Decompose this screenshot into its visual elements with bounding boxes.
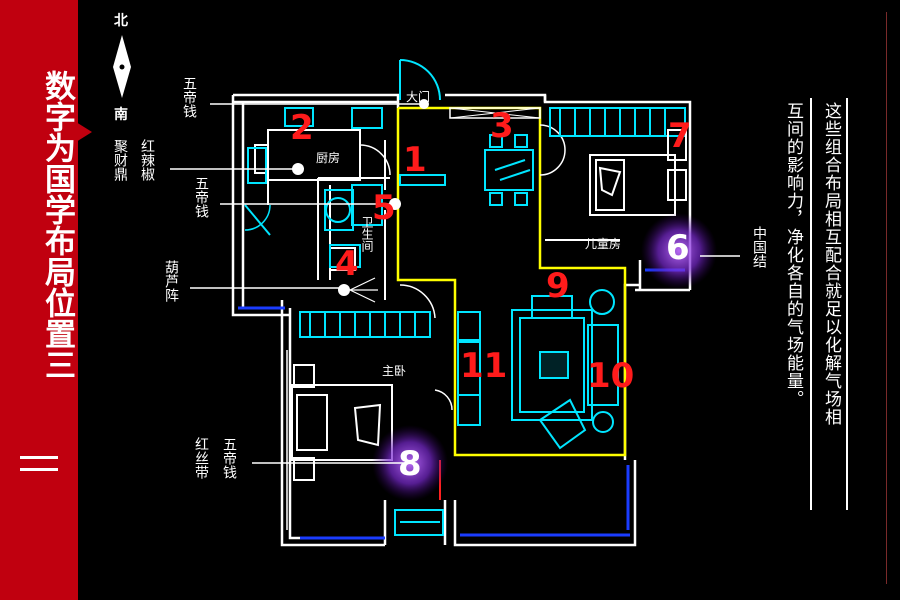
sidebar-bar	[20, 456, 58, 459]
label-juchai: 聚财鼎	[112, 139, 128, 181]
south-label: 南	[114, 107, 128, 123]
room-chufang: 厨房	[316, 151, 341, 165]
marker-6: 6	[666, 228, 690, 268]
marker-9: 9	[546, 266, 570, 306]
marker-5: 5	[372, 188, 396, 228]
glow-marker-8	[372, 425, 448, 501]
sidebar-pointer	[76, 122, 92, 142]
room-damen: 大门	[406, 90, 431, 104]
room-zhuwo: 主卧	[382, 364, 407, 378]
text-rule-left	[810, 98, 812, 510]
label-wudi-mid: 五帝钱	[193, 176, 209, 218]
marker-11: 11	[460, 346, 508, 386]
marker-4: 4	[335, 244, 359, 284]
label-hulu: 葫芦阵	[163, 260, 179, 302]
label-honglajiao: 红辣椒	[139, 139, 155, 181]
sidebar-title: 数字为国学布局位置三	[39, 70, 75, 380]
sidebar-bar	[20, 468, 58, 471]
sidebar: 数字为国学布局位置三	[0, 0, 78, 600]
text-rule-right	[846, 98, 848, 510]
label-zhongguojie: 中国结	[751, 226, 767, 268]
label-hongsidai: 红丝带	[193, 437, 209, 479]
north-label: 北	[114, 13, 128, 29]
marker-1: 1	[403, 140, 427, 180]
deco-line	[886, 12, 887, 584]
marker-2: 2	[290, 108, 314, 148]
marker-10: 10	[587, 356, 635, 396]
glow-marker-6	[641, 213, 717, 289]
right-text-col2: 互间的影响力，净化各自的气场能量。	[783, 102, 803, 408]
marker-8: 8	[398, 444, 422, 484]
room-ertongfang: 儿童房	[585, 237, 622, 251]
marker-7: 7	[668, 116, 692, 156]
label-wudi-bottom: 五帝钱	[221, 437, 237, 479]
room-weishengjian: 卫生间	[360, 216, 374, 252]
right-text-col1: 这些组合布局相互配合就足以化解气场相	[821, 102, 841, 426]
label-wudi-top: 五帝钱	[181, 76, 197, 118]
marker-3: 3	[490, 106, 514, 146]
